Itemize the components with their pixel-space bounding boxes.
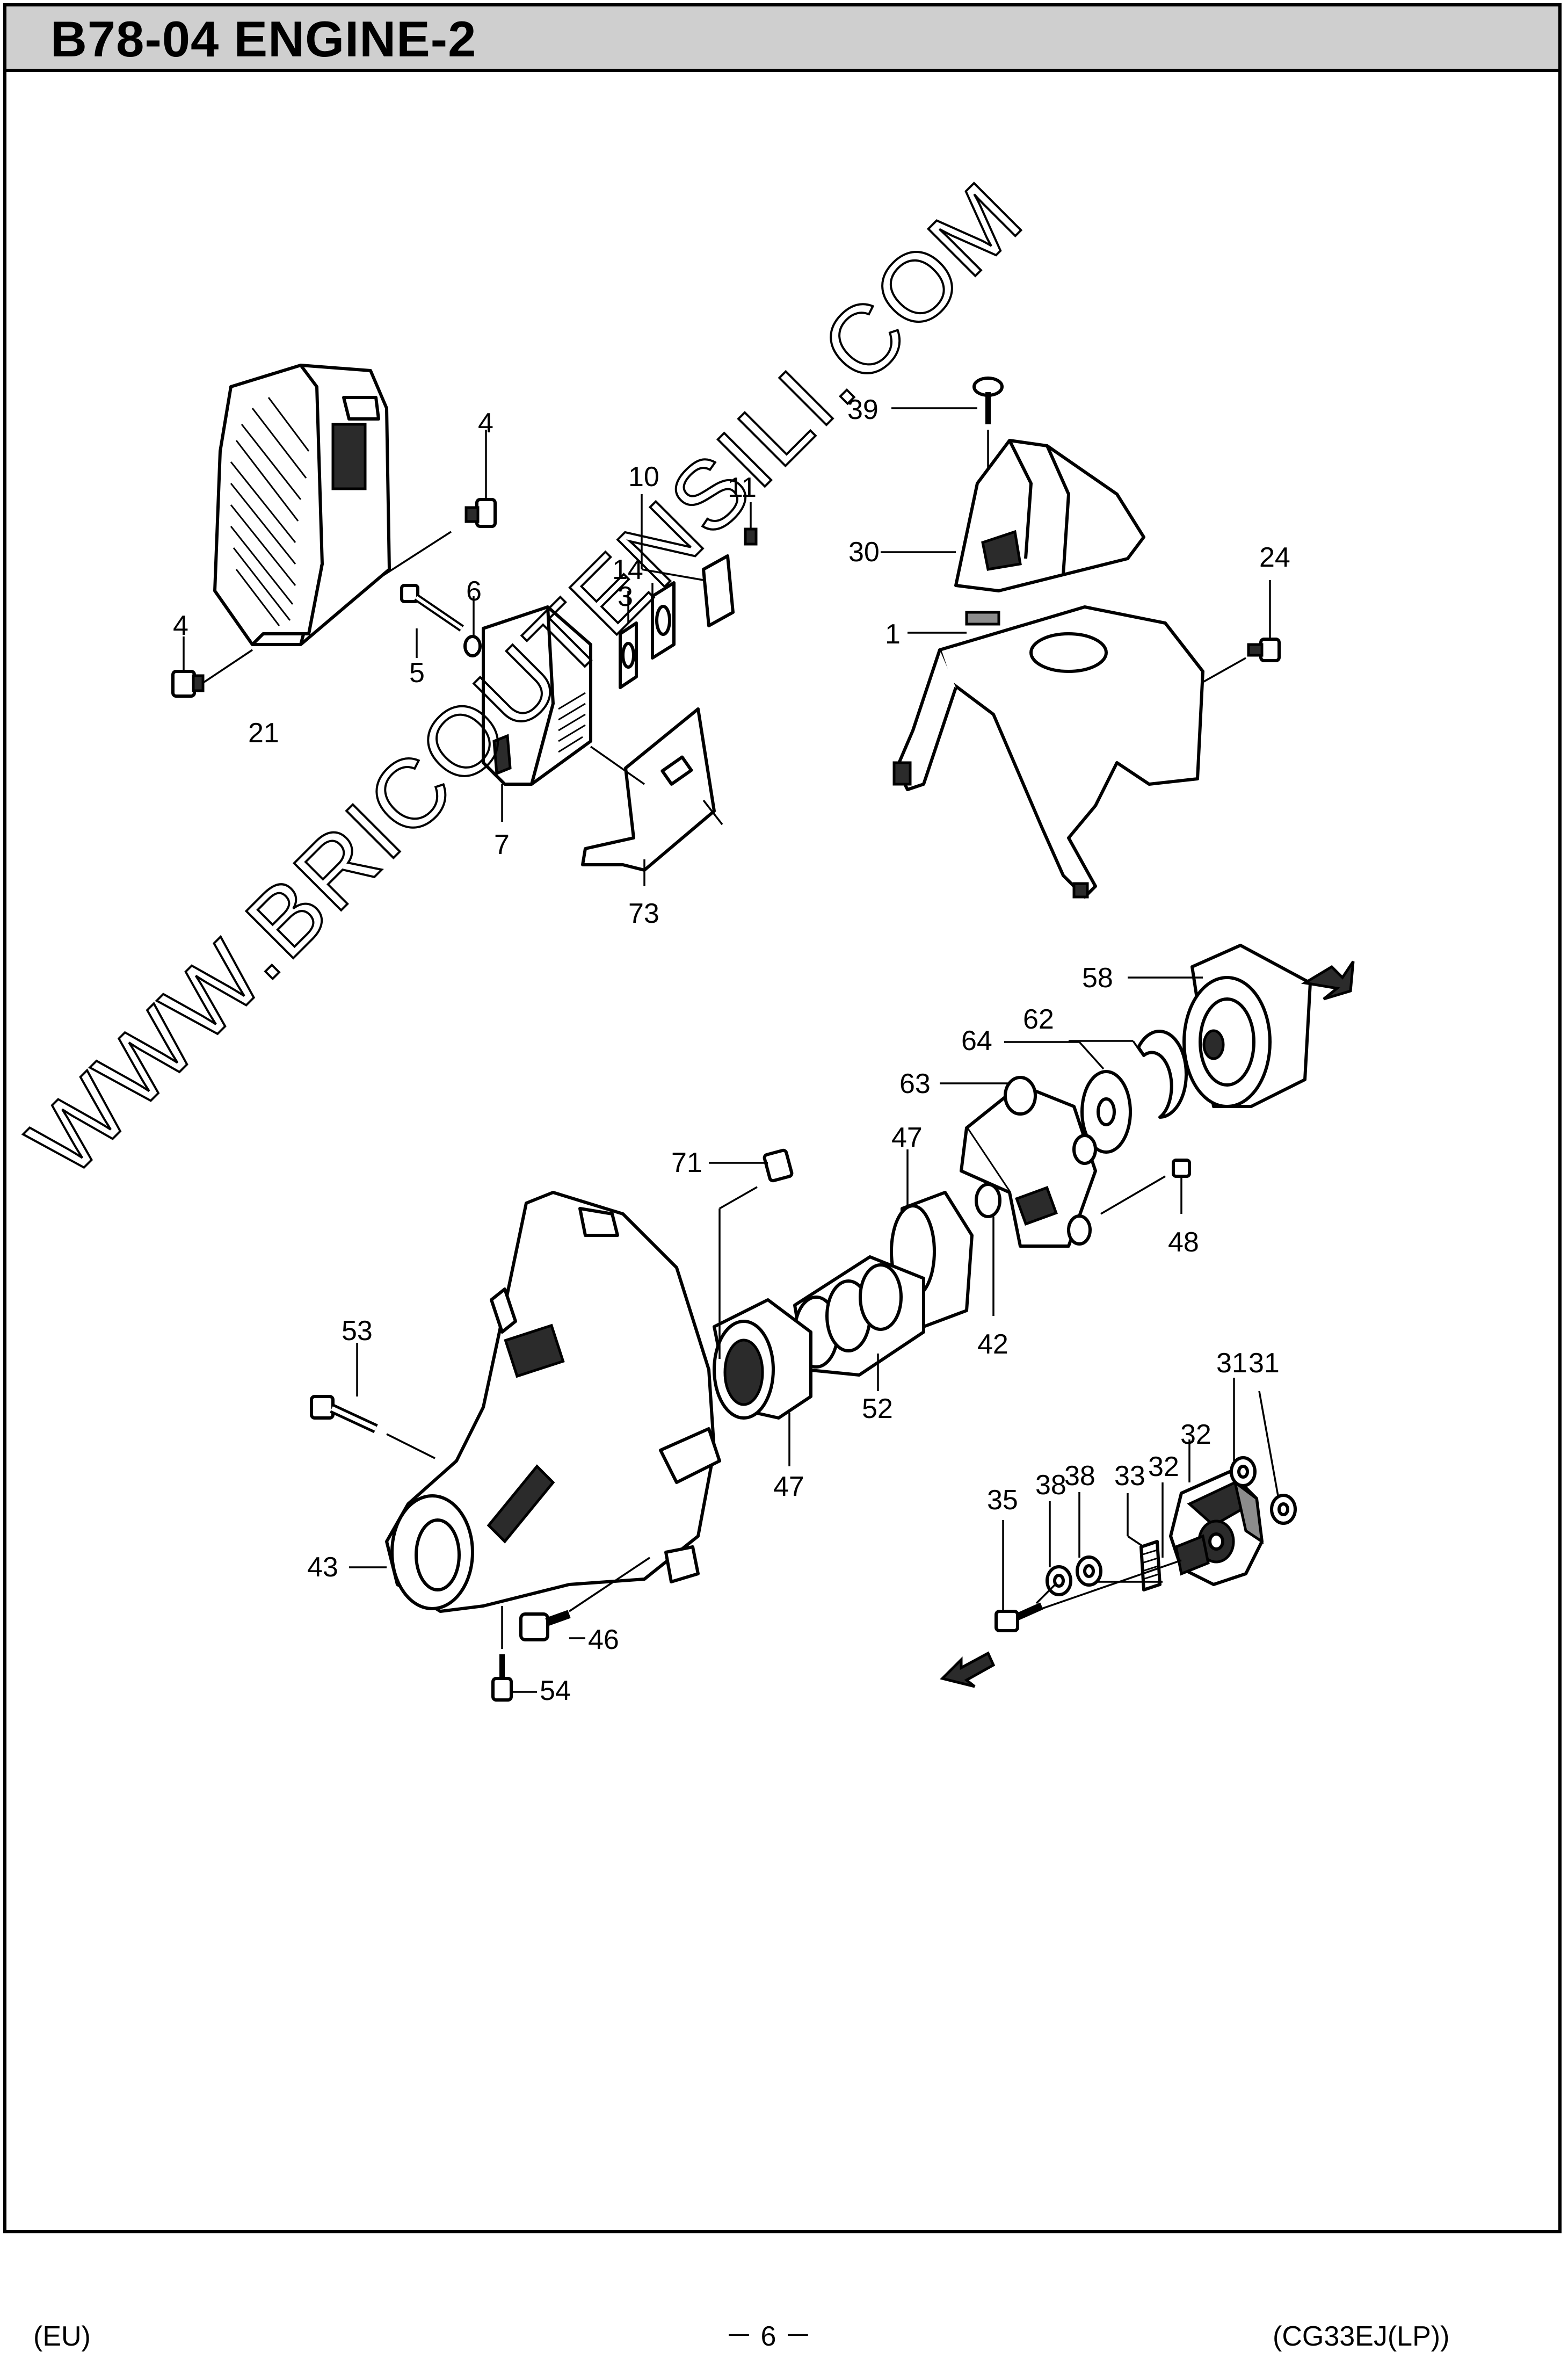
callout-4-upper: 4 (478, 408, 493, 439)
callout-46: 46 (588, 1624, 619, 1655)
callout-3: 3 (618, 581, 633, 612)
part-53-bolt (310, 1343, 435, 1459)
part-73-heat-shield (581, 707, 723, 886)
footer-region-code: (EU) (33, 2321, 91, 2352)
callout-71: 71 (671, 1147, 702, 1178)
part-33-spring (1127, 1493, 1162, 1591)
part-10-plate (641, 494, 735, 627)
part-32-clutch-shoe (1162, 1439, 1264, 1586)
part-3-gasket (651, 581, 676, 660)
part-24-bolt (1202, 580, 1281, 683)
part-4-bolt-lower (171, 636, 253, 698)
callout-73: 73 (628, 898, 659, 929)
callout-11: 11 (728, 472, 757, 503)
callout-38-a: 38 (1035, 1470, 1066, 1501)
callout-58: 58 (1082, 963, 1113, 994)
callout-62: 62 (1023, 1004, 1054, 1035)
part-39-screw (891, 377, 1004, 553)
callout-32-b: 32 (1180, 1419, 1211, 1450)
callout-5: 5 (409, 657, 425, 689)
part-21-cover (213, 364, 391, 646)
part-5-long-bolt (400, 584, 464, 658)
part-38-washer-a (1046, 1501, 1072, 1596)
assembly-leader (1035, 1583, 1056, 1604)
title-bar: B78-04 ENGINE-2 (6, 6, 1558, 72)
part-11-nut (744, 502, 758, 546)
part-31-washer-a (1230, 1378, 1257, 1487)
callout-39: 39 (847, 394, 879, 425)
part-35-bolt (994, 1520, 1043, 1632)
callout-7: 7 (494, 829, 510, 860)
callout-35: 35 (987, 1485, 1018, 1516)
part-52-shaft (793, 1255, 925, 1391)
part-64-washer (1004, 1041, 1132, 1154)
part-1-shroud (892, 605, 1204, 899)
footer-page-number: － 6 － (725, 2321, 812, 2352)
part-62-snap-ring (1069, 1030, 1188, 1119)
callout-43: 43 (307, 1552, 338, 1583)
callout-47-lower: 47 (773, 1471, 804, 1502)
callout-64: 64 (961, 1025, 992, 1057)
callout-54: 54 (540, 1675, 571, 1706)
part-4-bolt-upper (375, 430, 497, 581)
page-frame: B78-04 ENGINE-2 (3, 3, 1562, 2233)
callout-48: 48 (1168, 1227, 1199, 1258)
part-38-washer-b (1076, 1492, 1102, 1587)
part-71-clip (709, 1148, 794, 1359)
callout-32-a: 32 (1148, 1451, 1179, 1482)
part-54-screw (491, 1606, 537, 1702)
callout-38-b: 38 (1064, 1460, 1095, 1492)
part-58-clutch-drum (1128, 944, 1355, 1108)
part-43-gear-case (349, 1191, 721, 1613)
part-47-bushing-lower (713, 1298, 812, 1466)
callout-47-upper: 47 (891, 1122, 923, 1153)
callout-14: 14 (612, 554, 643, 585)
part-30-cover (881, 439, 1145, 592)
footer-model-code: (CG33EJ(LP)) (1273, 2321, 1450, 2352)
part-14-gasket (619, 591, 638, 689)
callout-21: 21 (248, 718, 279, 749)
callout-42: 42 (977, 1329, 1008, 1360)
callout-labels: 4 4 5 6 10 11 3 14 21 7 73 39 30 1 24 58… (173, 394, 1290, 1706)
part-6-washer (463, 596, 482, 657)
callout-63: 63 (899, 1068, 931, 1099)
part-46-screw (519, 1557, 650, 1641)
assembly-axis-line (1041, 1559, 1182, 1610)
callout-4-lower: 4 (173, 610, 188, 641)
callout-1: 1 (885, 619, 901, 650)
page-title: B78-04 ENGINE-2 (50, 11, 477, 67)
callout-31-a: 31 (1216, 1348, 1247, 1379)
direction-arrow-icon (940, 1651, 996, 1688)
part-7-muffler (482, 605, 592, 822)
callout-53: 53 (342, 1315, 373, 1347)
callout-24: 24 (1259, 542, 1290, 573)
part-63-clutch-housing (940, 1076, 1097, 1248)
watermark: WWW.BRICOUTENSILI.COM (8, 161, 1043, 1196)
callout-30: 30 (848, 537, 880, 568)
part-31-washer-b (1258, 1391, 1297, 1525)
callout-52: 52 (862, 1393, 893, 1424)
part-42-ring (975, 1183, 1001, 1316)
callout-31-b: 31 (1248, 1348, 1280, 1379)
callout-33: 33 (1114, 1460, 1145, 1492)
part-48-screw (1100, 1159, 1191, 1215)
callout-10: 10 (628, 461, 659, 493)
callout-6: 6 (466, 576, 482, 607)
